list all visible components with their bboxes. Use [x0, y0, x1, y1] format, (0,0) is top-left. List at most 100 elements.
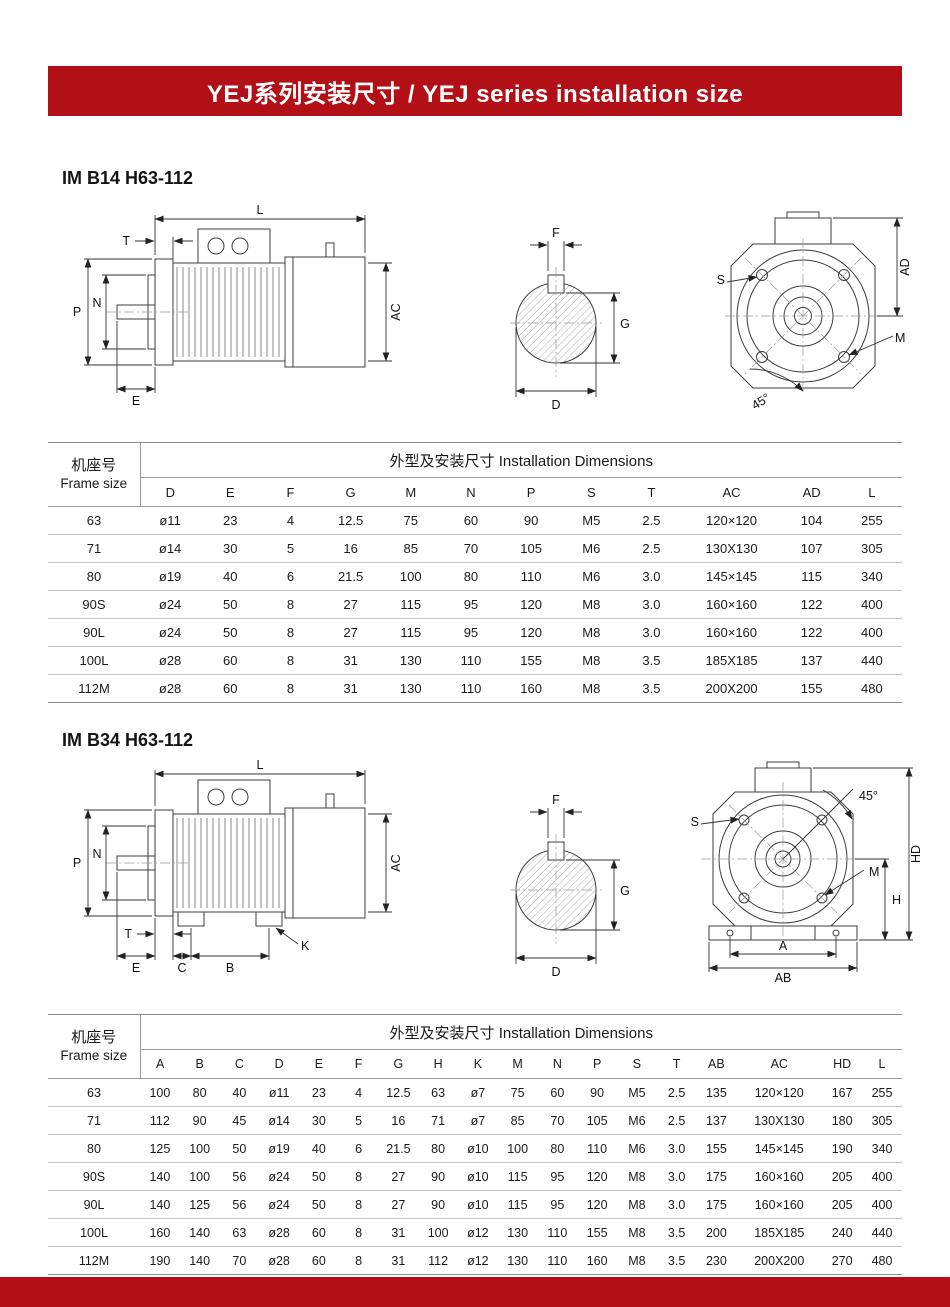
dim-value-cell: 8	[355, 1253, 363, 1268]
dim-value-cell: 8	[286, 681, 295, 696]
dim-value-cell: M6	[561, 562, 622, 591]
dim-value-cell: 400	[841, 590, 902, 619]
dim-value-cell: 31	[320, 646, 381, 675]
column-header-m: M	[380, 477, 441, 507]
dim-value-cell: 56	[219, 1190, 260, 1219]
dim-value-cell: 270	[831, 1253, 853, 1268]
column-header-p: P	[501, 477, 562, 507]
motor-ribs	[173, 818, 285, 908]
dim-value-cell: 45	[219, 1106, 260, 1135]
dim-value-cell: 340	[862, 1134, 902, 1163]
dim-value-cell: 145×145	[681, 562, 782, 591]
dim-value-cell: 140	[189, 1253, 211, 1268]
dim-value-cell: ø24	[259, 1190, 299, 1219]
dim-value-cell: 122	[781, 618, 842, 647]
dim-value-cell: M8	[561, 590, 622, 619]
column-header-hd: HD	[822, 1049, 862, 1079]
dim-value-cell: 50	[299, 1162, 339, 1191]
dim-value-cell: 12.5	[320, 506, 381, 535]
dim-value-cell: 205	[822, 1162, 862, 1191]
column-header-t: T	[656, 1049, 697, 1079]
dim-value-cell: 31	[343, 681, 358, 696]
dim-value-cell: 110	[577, 1134, 617, 1163]
dim-value-cell: M8	[617, 1190, 657, 1219]
dim-value-cell: 200X200	[705, 681, 758, 696]
dim-label-t: T	[124, 927, 132, 941]
dim-value-cell: 95	[440, 618, 502, 647]
dim-value-cell: 140	[140, 1190, 180, 1219]
dim-value-cell: M6	[561, 534, 622, 563]
dim-value-cell: 27	[320, 618, 381, 647]
dim-value-cell: 63	[219, 1218, 260, 1247]
dim-value-cell: ø12	[458, 1218, 498, 1247]
dim-value-cell: 2.5	[621, 534, 682, 563]
column-header-ad: AD	[781, 477, 842, 507]
dim-value-cell: ø19	[259, 1134, 299, 1163]
frame-size-cell: 63	[48, 506, 140, 535]
dim-label-ad: AD	[898, 258, 912, 275]
dim-label-a: A	[779, 939, 788, 953]
dim-value-cell: 2.5	[621, 506, 682, 535]
dim-label-g: G	[620, 884, 630, 898]
dim-value-cell: 70	[537, 1106, 578, 1135]
dim-value-cell: 122	[781, 590, 842, 619]
column-header-b: B	[179, 1049, 220, 1079]
dim-value-cell: 400	[862, 1190, 902, 1219]
dim-value-cell: ø10	[458, 1134, 498, 1163]
b34-drawings: L P N T E C B K AC	[48, 758, 923, 1000]
dim-value-cell: 71	[418, 1106, 458, 1135]
dim-value-cell: 137	[781, 646, 842, 675]
column-header-e: E	[299, 1049, 339, 1079]
dim-value-cell: 3.0	[656, 1162, 697, 1191]
dim-value-cell: 160	[520, 681, 542, 696]
dim-value-cell: 40	[200, 562, 261, 591]
dim-value-cell: 8	[260, 646, 321, 675]
dim-value-cell: 480	[861, 681, 883, 696]
column-header-ac: AC	[681, 477, 782, 507]
dim-value-cell: 305	[862, 1106, 902, 1135]
dim-value-cell: ø14	[140, 534, 201, 563]
column-header-e: E	[200, 477, 261, 507]
dim-value-cell: 175	[696, 1190, 737, 1219]
dim-value-cell: 120	[577, 1162, 617, 1191]
dim-value-cell: 160	[586, 1253, 608, 1268]
dim-value-cell: 8	[338, 1218, 379, 1247]
drawing-b34-shaft-end-view: F G D	[510, 793, 630, 979]
dim-value-cell: 130	[497, 1218, 538, 1247]
dim-value-cell: 80	[418, 1134, 458, 1163]
dim-value-cell: ø28	[268, 1253, 290, 1268]
dim-label-hd: HD	[909, 845, 923, 863]
dim-value-cell: 255	[862, 1078, 902, 1107]
column-header-d: D	[259, 1049, 299, 1079]
dim-label-n: N	[92, 296, 101, 310]
dim-value-cell: 50	[219, 1134, 260, 1163]
column-header-l: L	[862, 1049, 902, 1079]
dim-value-cell: 60	[223, 681, 238, 696]
dim-value-cell: 23	[299, 1078, 339, 1107]
dim-value-cell: 40	[219, 1078, 260, 1107]
dim-value-cell: M5	[561, 506, 622, 535]
frame-size-cell: 90L	[48, 1190, 140, 1219]
page-title: YEJ系列安装尺寸 / YEJ series installation size	[206, 80, 744, 108]
dim-value-cell: 160×160	[736, 1190, 823, 1219]
column-header-n: N	[440, 477, 502, 507]
dim-value-cell: 110	[547, 1253, 568, 1268]
dim-label-45deg: 45°	[859, 789, 878, 803]
dim-value-cell: 230	[705, 1253, 727, 1268]
dim-value-cell: 190	[149, 1253, 171, 1268]
dim-value-cell: ø14	[259, 1106, 299, 1135]
dim-label-c: C	[177, 961, 186, 975]
dim-value-cell: 120	[577, 1190, 617, 1219]
page-title-banner: YEJ系列安装尺寸 / YEJ series installation size	[48, 66, 902, 116]
dim-value-cell: 400	[862, 1162, 902, 1191]
dim-value-cell: 3.0	[621, 618, 682, 647]
dim-value-cell: 50	[200, 590, 261, 619]
dim-label-p: P	[73, 305, 81, 319]
